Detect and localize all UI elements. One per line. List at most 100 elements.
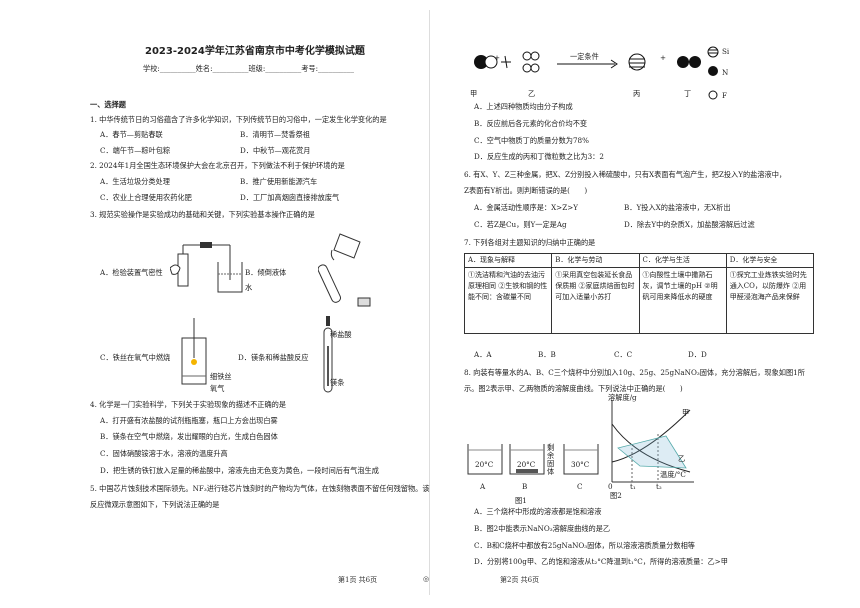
beaker-b-label: B xyxy=(522,482,528,491)
curve-yi-label: 乙 xyxy=(678,454,686,463)
q5-option-a: A．上述四种物质均由分子构成 xyxy=(474,102,573,111)
q3-option-b: B．倾倒液体 xyxy=(245,268,287,277)
solubility-curve-figure xyxy=(611,400,694,483)
legend-f: F xyxy=(722,91,727,100)
beaker-c-temp: 30°C xyxy=(571,460,590,469)
table-header-cell: A．现象与解释 xyxy=(463,253,553,268)
q5-stem-line1: 5. 中国芯片蚀刻技术国际领先。NF₃进行硅芯片蚀刻时的产物均为气体，在蚀刻物表… xyxy=(90,484,430,493)
q8-stem-line2: 示。图2表示甲、乙两物质的溶解度曲线。下列说法中正确的是( ) xyxy=(464,384,683,393)
figure-1-caption: 图1 xyxy=(515,496,527,505)
q6-option-c: C．若Z是Cu，则Y一定是Ag xyxy=(474,220,567,229)
q1-option-b: B．清明节—焚香祭祖 xyxy=(240,130,310,139)
q1-option-d: D．中秋节—观花赏月 xyxy=(240,146,311,155)
q7-option-c: C．C xyxy=(614,350,633,359)
table-cell: ①采用真空包装延长食品保质期 ②家庭烘焙面包时可加入适量小苏打 xyxy=(551,266,640,334)
q3-option-d: D．镁条和稀盐酸反应 xyxy=(238,353,309,362)
tick-t1: t₁ xyxy=(630,482,636,491)
beakers-figure xyxy=(467,444,599,475)
q7-stem: 7. 下列各组对主题知识的归纳中正确的是 xyxy=(464,238,596,247)
plus-sign-2: + xyxy=(660,53,667,62)
plus-sign-1: + xyxy=(494,53,501,62)
q1-option-c: C．端午节—粽叶包粽 xyxy=(100,146,171,155)
q5-option-c: C．空气中物质丁的质量分数为78% xyxy=(474,136,589,145)
q5-option-d: D．反应生成的丙和丁微粒数之比为3：2 xyxy=(474,152,604,161)
q3-stem: 3. 规范实验操作是实验成功的基础和关键，下列实验基本操作正确的是 xyxy=(90,210,315,219)
hcl-label: 稀盐酸 xyxy=(330,330,352,339)
tick-origin: 0 xyxy=(608,482,613,491)
q1-option-a: A．春节—剪贴春联 xyxy=(100,130,163,139)
left-page: 2023-2024学年江苏省南京市中考化学模拟试题 学校:__________姓… xyxy=(90,46,430,584)
q6-option-a: A．金属活动性顺序是：X>Z>Y xyxy=(474,203,578,212)
reaction-condition: 一定条件 xyxy=(570,52,599,61)
q6-option-b: B．Y投入X的盐溶液中，无X析出 xyxy=(624,203,731,212)
beaker-a-label: A xyxy=(480,482,486,491)
label-bing: 丙 xyxy=(633,89,641,98)
right-page: + 一定条件 + Si N F 甲 乙 丙 丁 A．上述四种物质均由分子构成 B… xyxy=(430,0,860,608)
q5-reaction-diagram xyxy=(474,51,701,73)
table-row: ①洗洁精和汽油的去油污原理相同 ②生铁和钢的性能不同：含碳量不同 ①采用真空包装… xyxy=(463,266,815,334)
q4-option-a: A．打开盛有浓盐酸的试剂瓶瓶塞，瓶口上方会出现白雾 xyxy=(100,416,278,425)
q6-stem-line1: 6. 有X、Y、Z三种金属，把X、Z分别投入稀硫酸中，只有X表面有气泡产生，把Z… xyxy=(464,170,787,179)
table-cell: ①探究工业炼铁实验时先通入CO，以防爆炸 ②用甲醛浸泡海产品来保鲜 xyxy=(725,266,815,334)
q2-option-b: B．推广使用新能源汽车 xyxy=(240,177,318,186)
table-header-cell: D．化学与安全 xyxy=(725,253,815,268)
q8-option-a: A．三个烧杯中形成的溶液都是饱和溶液 xyxy=(474,507,602,516)
table-header-row: A．现象与解释 B．化学与劳动 C．化学与生活 D．化学与安全 xyxy=(463,253,815,268)
beaker-c-label: C xyxy=(577,482,583,491)
q2-stem: 2. 2024年1月全国生态环境保护大会在北京召开，下列做法不利于保护环境的是 xyxy=(90,161,345,170)
page-divider xyxy=(429,10,430,595)
q3-option-a: A．检验装置气密性 xyxy=(100,268,163,277)
q8-option-d: D．分别将100g甲、乙的饱和溶液从t₂°C降温到t₁°C，所得的溶液质量：乙>… xyxy=(474,557,728,566)
q4-option-d: D．把生锈的铁钉放入足量的稀盐酸中，溶液先由无色变为黄色，一段时间后有气泡生成 xyxy=(100,466,379,475)
q2-option-a: A．生活垃圾分类处理 xyxy=(100,177,170,186)
pouring-liquid-figure xyxy=(318,233,371,307)
figure-2-caption: 图2 xyxy=(610,491,622,500)
q7-option-d: D．D xyxy=(688,350,707,359)
q6-option-d: D．除去Y中的杂质X，加盐酸溶解后过滤 xyxy=(624,220,755,229)
q5-stem-line2: 反应微观示意图如下，下列说法正确的是 xyxy=(90,500,220,509)
q4-stem: 4. 化学是一门实验科学，下列关于实验现象的描述不正确的是 xyxy=(90,400,287,409)
q5-option-b: B．反应前后各元素的化合价均不变 xyxy=(474,119,588,128)
legend-n: N xyxy=(722,68,729,77)
q8-stem-line1: 8. 向装有等量水的A、B、C三个烧杯中分别加入10g、25g、25gNaNO₃… xyxy=(464,368,805,377)
airtightness-check-figure xyxy=(170,242,243,293)
q4-option-b: B．镁条在空气中燃烧，发出耀眼的白光，生成白色固体 xyxy=(100,432,278,441)
table-cell: ①向酸性土壤中撒熟石灰，调节土壤的pH ②明矾可用来降低水的硬度 xyxy=(638,266,727,334)
q6-stem-line2: Z表面有Y析出。则判断错误的是( ) xyxy=(464,186,588,195)
curve-jia-label: 甲 xyxy=(682,408,690,417)
legend-si: Si xyxy=(722,47,730,56)
table-cell: ①洗洁精和汽油的去油污原理相同 ②生铁和钢的性能不同：含碳量不同 xyxy=(463,266,553,334)
tick-t2: t₂ xyxy=(656,482,662,491)
iron-wire-combustion-figure xyxy=(181,318,207,385)
binding-mark: ◎ xyxy=(423,575,430,583)
q7-option-b: B．B xyxy=(538,350,556,359)
magnesium-acid-figure xyxy=(323,316,333,393)
iron-wire-label: 细铁丝 xyxy=(210,372,232,381)
q1-stem: 1. 中华传统节日的习俗蕴含了许多化学知识，下列传统节日的习俗中，一定发生化学变… xyxy=(90,115,387,124)
page-footer-left: 第1页 共6页 xyxy=(338,576,378,584)
label-jia: 甲 xyxy=(470,89,478,98)
magnesium-label: 镁条 xyxy=(330,378,345,387)
page-footer-right: 第2页 共6页 xyxy=(500,576,540,584)
table-header-cell: C．化学与生活 xyxy=(638,253,727,268)
section-heading: 一、选择题 xyxy=(90,100,126,109)
y-axis-label: 溶解度/g xyxy=(608,393,637,402)
q7-knowledge-table: A．现象与解释 B．化学与劳动 C．化学与生活 D．化学与安全 ①洗洁精和汽油的… xyxy=(463,253,815,334)
exam-title: 2023-2024学年江苏省南京市中考化学模拟试题 xyxy=(145,46,365,57)
q2-option-c: C．农业上合理使用农药化肥 xyxy=(100,193,192,202)
label-ding: 丁 xyxy=(684,89,692,98)
atom-legend xyxy=(707,46,719,100)
student-info-line: 学校:__________姓名:__________班级:__________考… xyxy=(143,64,354,73)
label-yi: 乙 xyxy=(528,89,536,98)
oxygen-label: 氧气 xyxy=(210,384,225,393)
q7-option-a: A．A xyxy=(474,350,492,359)
q3-option-c: C．铁丝在氧气中燃烧 xyxy=(100,353,171,362)
beaker-a-temp: 20°C xyxy=(475,460,494,469)
q2-option-d: D．工厂加高烟囱直接排放废气 xyxy=(240,193,340,202)
q4-option-c: C．固体硝酸铵溶于水，溶液的温度升高 xyxy=(100,449,228,458)
table-header-cell: B．化学与劳动 xyxy=(551,253,640,268)
water-label: 水 xyxy=(245,283,253,292)
beaker-b-temp: 20°C xyxy=(517,460,536,469)
residue-label: 剩余固体 xyxy=(547,443,555,476)
q8-option-c: C．B和C烧杯中都放有25gNaNO₃固体，所以溶液溶质质量分数相等 xyxy=(474,541,695,550)
